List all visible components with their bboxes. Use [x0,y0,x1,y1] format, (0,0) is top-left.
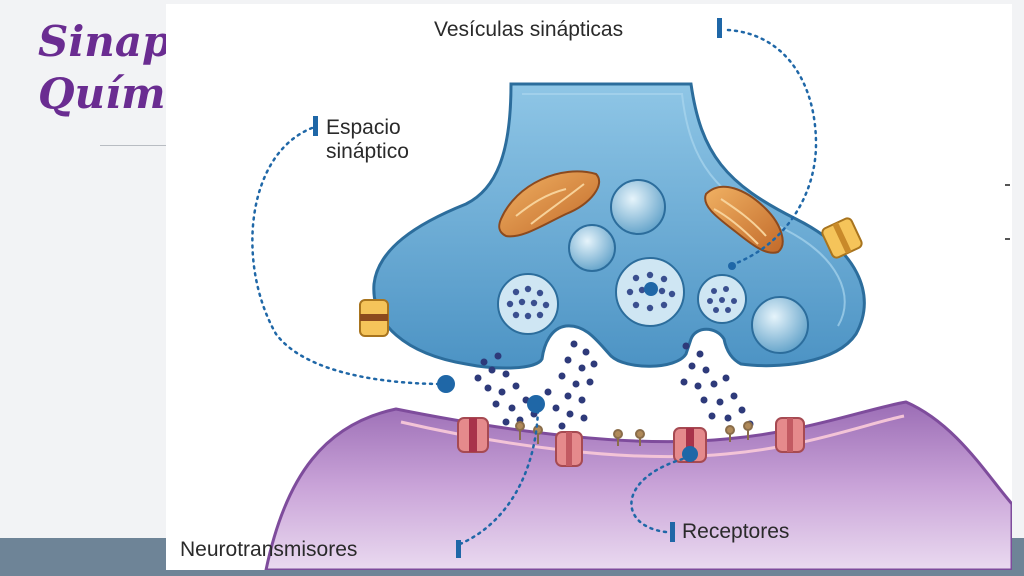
membrane-channel-left [359,299,389,337]
filled-vesicle [497,273,559,335]
receptor [555,431,583,467]
label-espacio-sinaptico: Espacio sináptico [326,116,409,164]
edge-tick [1005,238,1010,240]
neurotransmitter-highlight [527,395,545,413]
postsynaptic-neuron [264,400,1012,570]
edge-tick [1005,184,1010,186]
filled-vesicle [697,274,747,324]
leader-endpoint [728,262,736,270]
empty-vesicle [751,296,809,354]
label-vesiculas-sinapticas: Vesículas sinápticas [434,18,624,41]
filled-vesicle [615,257,685,327]
title-divider [100,145,170,146]
label-marker [717,18,722,38]
leader-endpoint [437,375,455,393]
synapse-diagram: Vesículas sinápticas Espacio sináptico N… [166,4,1012,570]
label-marker [313,116,318,136]
mitochondrion-left [498,170,601,238]
label-marker [456,540,461,558]
synapse-illustration [251,18,1012,570]
label-marker [670,522,675,542]
label-neurotransmisores: Neurotransmisores [180,538,358,561]
label-receptores: Receptores [682,520,790,543]
receptor [673,427,707,463]
leader-lines [251,28,818,546]
mitochondrion-right [704,185,784,254]
receptor [457,417,489,453]
membrane-channel-right [821,217,863,259]
receptor [775,417,805,453]
empty-vesicle [610,179,666,235]
label-espacio-line2: sináptico [326,140,409,163]
receptor-stalks [515,421,753,446]
empty-vesicle [568,224,616,272]
label-espacio-line1: Espacio [326,116,401,139]
